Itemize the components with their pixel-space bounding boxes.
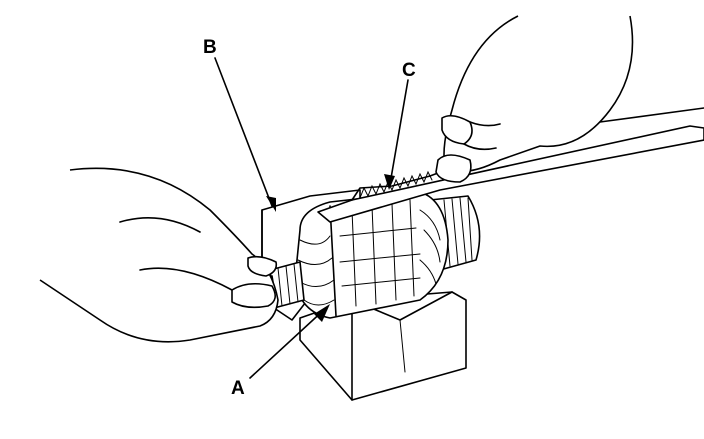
callout-b: B xyxy=(203,37,217,58)
hand-left-icon xyxy=(39,167,279,343)
armature-icon xyxy=(245,191,481,319)
hand-right-icon xyxy=(435,15,634,183)
callout-a: A xyxy=(231,378,245,399)
callout-c: C xyxy=(402,60,416,81)
leader-lines xyxy=(214,57,409,379)
v-block-icon xyxy=(299,291,467,401)
